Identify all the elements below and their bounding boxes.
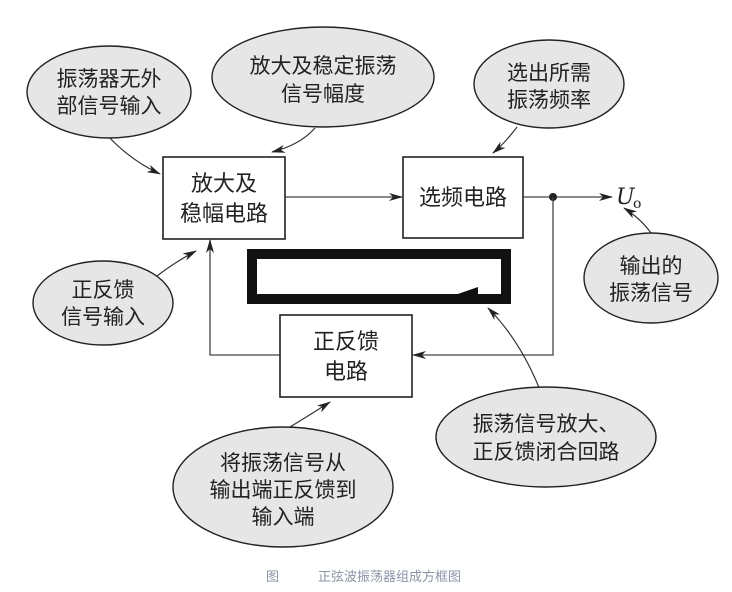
bubble-output-signal: 输出的 振荡信号 — [583, 232, 719, 324]
callout-arrow — [106, 134, 161, 175]
bubble-closed-loop: 振荡信号放大、 正反馈闭合回路 — [435, 386, 657, 488]
bubble-feedback-input: 正反馈 信号输入 — [32, 260, 174, 346]
bubble-select-frequency: 选出所需 振荡频率 — [473, 39, 625, 129]
callout-arrow — [487, 307, 541, 391]
bubble-text: 振荡信号放大、 — [473, 412, 620, 436]
selector-label: 选频电路 — [419, 186, 507, 211]
feedback-to-amp-line — [206, 239, 280, 356]
bubble-amplify-stabilize: 放大及稳定振荡 信号幅度 — [211, 26, 435, 128]
bubble-text: 振荡频率 — [507, 88, 591, 112]
bubble-text: 输入端 — [252, 505, 315, 529]
output-u: U — [616, 185, 636, 210]
bubble-text: 选出所需 — [507, 61, 591, 85]
callout-arrow — [271, 127, 316, 153]
callout-arrow — [284, 401, 331, 431]
callout-arrow — [492, 126, 518, 154]
output-subscript: o — [633, 196, 641, 212]
amplifier-block: 放大及 稳幅电路 — [162, 156, 286, 240]
bubble-text: 正反馈 — [72, 278, 135, 302]
callout-arrow — [623, 207, 652, 234]
bubble-text: 部信号输入 — [57, 94, 162, 118]
bubble-text: 振荡器无外 — [57, 67, 162, 91]
bubble-text: 将振荡信号从 — [220, 451, 346, 475]
amplifier-label-2: 稳幅电路 — [180, 202, 268, 227]
bubble-feedback-path: 将振荡信号从 输出端正反馈到 输入端 — [172, 426, 394, 548]
feedback-label-2: 电路 — [324, 360, 368, 385]
caption-prefix: 图 — [266, 570, 280, 585]
amplifier-label-1: 放大及 — [191, 172, 257, 197]
bubble-text: 振荡信号 — [609, 281, 693, 305]
closed-loop-indicator — [247, 249, 511, 304]
feedback-return-line — [412, 197, 554, 359]
bubble-no-external-input: 振荡器无外 部信号输入 — [26, 45, 192, 139]
feedback-block: 正反馈 电路 — [279, 314, 413, 398]
selector-block: 选频电路 — [402, 156, 524, 239]
loop-arrow-icon — [455, 287, 478, 303]
callout-arrow — [156, 250, 197, 277]
bubble-text: 输出的 — [620, 254, 683, 278]
bubble-text: 放大及稳定振荡 — [250, 54, 397, 78]
feedback-label-1: 正反馈 — [313, 330, 379, 355]
output-label: U o — [616, 185, 641, 212]
bubble-text: 输出端正反馈到 — [210, 478, 357, 502]
caption-title: 正弦波振荡器组成方框图 — [318, 570, 462, 585]
bubble-text: 信号输入 — [61, 305, 145, 329]
bubble-text: 信号幅度 — [281, 82, 365, 106]
bubble-text: 正反馈闭合回路 — [473, 440, 620, 464]
